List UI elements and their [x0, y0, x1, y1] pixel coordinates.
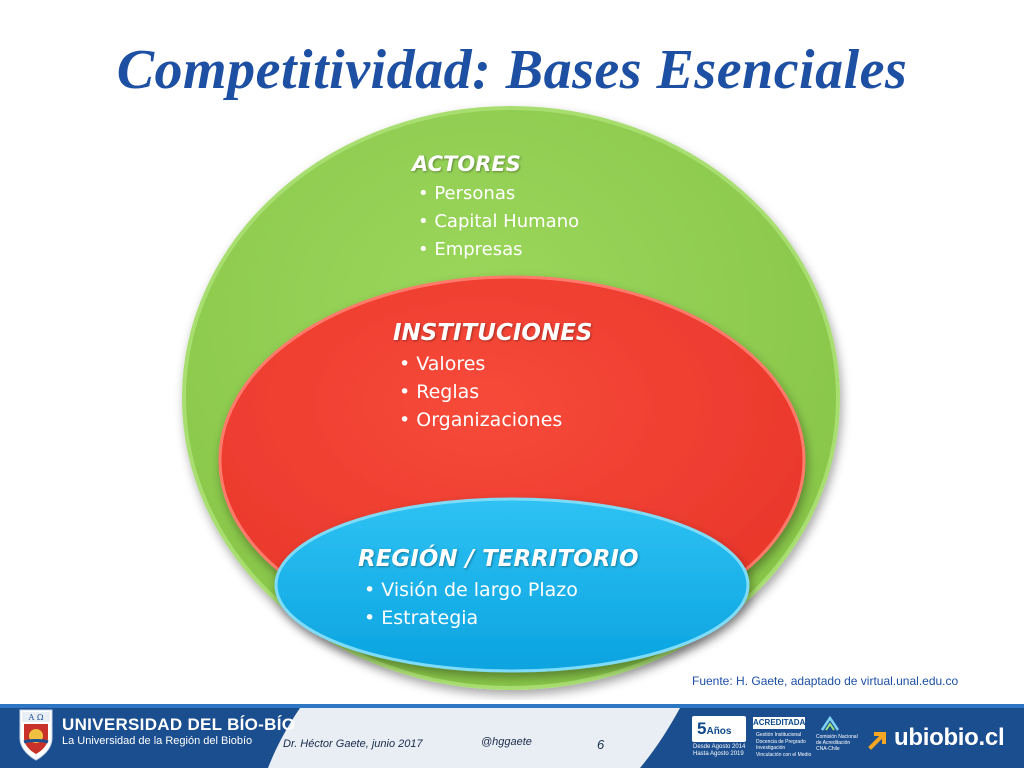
- instituciones-heading: INSTITUCIONES: [393, 320, 593, 346]
- list-item: Empresas: [418, 236, 579, 264]
- list-item: Capital Humano: [418, 208, 579, 236]
- slide-title: Competitividad: Bases Esenciales: [116, 39, 908, 101]
- region-list: Visión de largo Plazo Estrategia: [358, 576, 639, 632]
- actores-list: Personas Capital Humano Empresas: [412, 180, 579, 264]
- university-name: UNIVERSIDAD DEL BÍO-BÍO: [62, 715, 296, 734]
- university-tagline: La Universidad de la Región del Biobío: [62, 735, 253, 747]
- list-item: Organizaciones: [399, 406, 593, 434]
- twitter-handle: @hggaete: [481, 736, 532, 748]
- brand-text: ubiobio.cl: [894, 724, 1005, 751]
- svg-text:A Ω: A Ω: [28, 713, 44, 722]
- accreditation-dates: Desde Agosto 2014 Hasta Agosto 2019: [693, 744, 745, 758]
- accreditation-area: Vinculación con el Medio: [756, 751, 812, 758]
- accreditation-area: Docencia de Pregrado: [756, 738, 806, 745]
- actores-heading: ACTORES: [412, 152, 521, 176]
- cna-text: Comisión Nacional de Acreditación CNA-Ch…: [816, 734, 858, 752]
- source-citation: Fuente: H. Gaete, adaptado de virtual.un…: [692, 674, 959, 688]
- instituciones-block: INSTITUCIONES Valores Reglas Organizacio…: [393, 320, 593, 434]
- actores-block: ACTORES Personas Capital Humano Empresas: [412, 152, 579, 264]
- list-item: Personas: [418, 180, 579, 208]
- website-link[interactable]: ubiobio.cl: [872, 724, 1005, 752]
- footer-bar: [0, 704, 1024, 768]
- region-block: REGIÓN / TERRITORIO Visión de largo Plaz…: [358, 546, 639, 632]
- accreditation-years: 5Años: [697, 719, 731, 739]
- instituciones-list: Valores Reglas Organizaciones: [393, 350, 593, 434]
- cna-line: CNA-Chile: [816, 746, 840, 752]
- accreditation-years-number: 5: [697, 719, 707, 738]
- accreditation-area: Investigación: [756, 745, 786, 751]
- accreditation-years-unit: Años: [706, 726, 732, 737]
- cna-line: de Acreditación: [816, 740, 851, 746]
- cna-logo-icon: [820, 716, 840, 731]
- brand-arrow-icon: [868, 732, 886, 750]
- region-heading: REGIÓN / TERRITORIO: [358, 546, 639, 572]
- page-number: 6: [597, 737, 605, 752]
- list-item: Visión de largo Plazo: [364, 576, 639, 604]
- accreditation-area: Gestión Institucional: [756, 732, 802, 738]
- accreditation-label: ACREDITADA: [753, 717, 806, 729]
- list-item: Reglas: [399, 378, 593, 406]
- list-item: Valores: [399, 350, 593, 378]
- accreditation-areas: Gestión Institucional Docencia de Pregra…: [756, 732, 811, 758]
- accreditation-badge: [692, 716, 746, 742]
- accreditation-date-from: Desde Agosto 2014: [693, 744, 746, 750]
- cna-line: Comisión Nacional: [816, 734, 858, 740]
- author-date: Dr. Héctor Gaete, junio 2017: [283, 738, 423, 750]
- accreditation-date-to: Hasta Agosto 2019: [693, 751, 744, 757]
- university-crest-icon: A Ω: [19, 709, 53, 761]
- list-item: Estrategia: [364, 604, 639, 632]
